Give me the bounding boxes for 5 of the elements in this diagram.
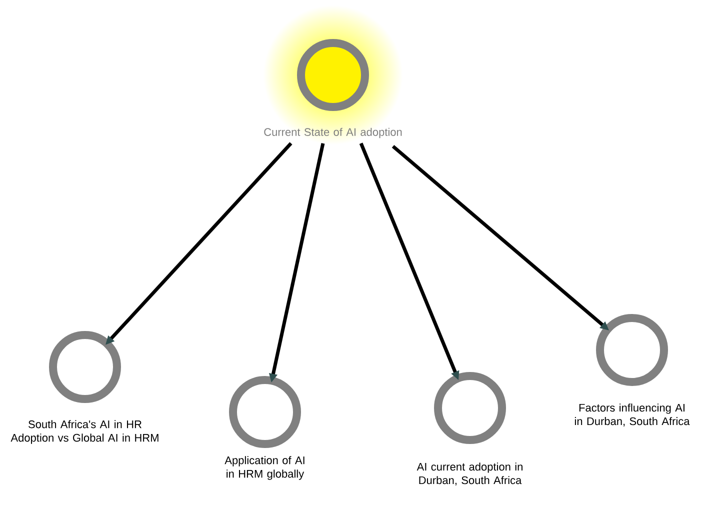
node-label: Factors influencing AI in Durban, South Africa bbox=[574, 404, 690, 426]
node-label: South Africa's AI in HR Adoption vs Global AI in HRM bbox=[10, 420, 158, 444]
node-label: Application of AI in HRM globally bbox=[224, 456, 304, 480]
node-label: Current State of AI adoption bbox=[264, 128, 402, 138]
node-label: AI current adoption in Durban, South Africa bbox=[416, 462, 522, 486]
